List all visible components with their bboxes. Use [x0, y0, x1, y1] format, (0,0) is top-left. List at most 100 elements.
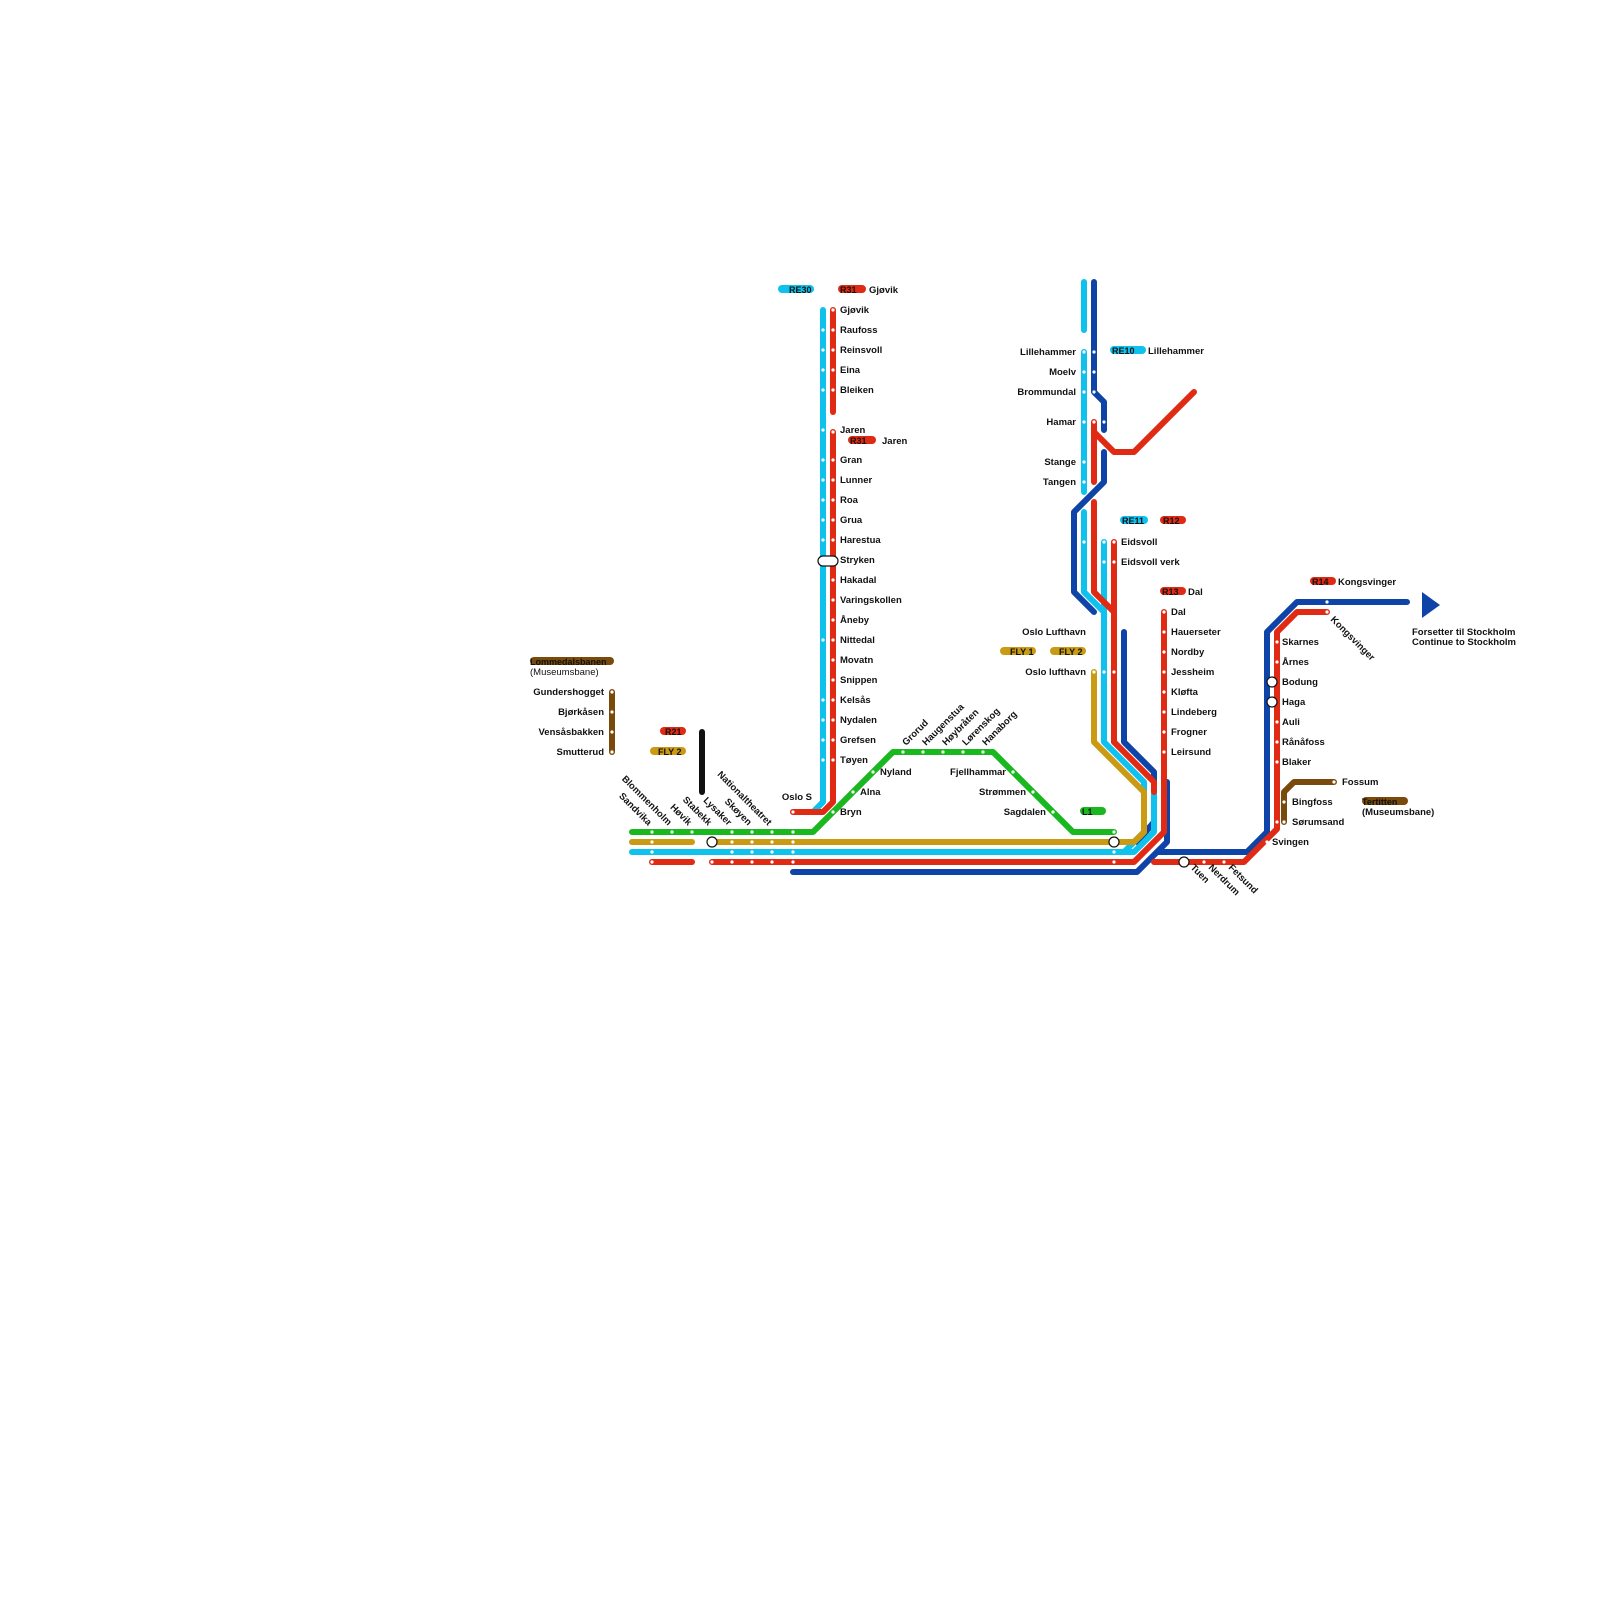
badge-lommedalsbanen[interactable]: Lommedalsbanen [530, 657, 607, 667]
badge-tertitten[interactable]: Tertitten [1362, 797, 1397, 807]
station-label-eidsvoll-verk[interactable]: Eidsvoll verk [1121, 557, 1180, 568]
station-label[interactable]: Bleiken [840, 385, 874, 396]
station-label[interactable]: Kløfta [1171, 687, 1199, 698]
line-r31[interactable] [790, 429, 836, 815]
station-label[interactable]: Gundershogget [533, 687, 605, 698]
station-label[interactable]: Roa [840, 495, 859, 506]
station-label-svingen[interactable]: Svingen [1272, 837, 1309, 848]
station-label[interactable]: Eina [840, 365, 861, 376]
badge-r13[interactable]: R13 [1162, 587, 1179, 597]
station-label[interactable]: Snippen [840, 675, 878, 686]
interchange-tuen[interactable] [1178, 856, 1190, 868]
station-label-sagdalen[interactable]: Sagdalen [1004, 807, 1046, 818]
dots-kongsvinger-line [1202, 600, 1329, 864]
interchange-bodung[interactable] [1266, 676, 1278, 688]
station-labels: Gjøvik Raufoss Reinsvoll Eina Bleiken Ja… [533, 305, 1378, 898]
station-label[interactable]: Jaren [840, 425, 866, 436]
station-label-nyland[interactable]: Nyland [880, 767, 912, 778]
station-label[interactable]: Blaker [1282, 757, 1311, 768]
station-label-bingfoss[interactable]: Bingfoss [1292, 797, 1333, 808]
interchange-haga[interactable] [1266, 696, 1278, 708]
station-label[interactable]: Movatn [840, 655, 873, 666]
station-label-fjellhammar[interactable]: Fjellhammar [950, 767, 1006, 778]
line-r14[interactable] [1151, 609, 1330, 865]
interchange-lysaker[interactable] [706, 836, 718, 848]
station-label-bryn[interactable]: Bryn [840, 807, 862, 818]
station-label[interactable]: Bodung [1282, 677, 1318, 688]
station-label[interactable]: Frogner [1171, 727, 1207, 738]
station-label[interactable]: Nittedal [840, 635, 875, 646]
station-label[interactable]: Jessheim [1171, 667, 1214, 678]
station-label[interactable]: Tuen [1188, 862, 1211, 885]
station-label[interactable]: Stryken [840, 555, 875, 566]
station-label-sorumsand[interactable]: Sørumsand [1292, 817, 1344, 828]
station-label[interactable]: Auli [1282, 717, 1300, 728]
line-blue-stockholm[interactable] [1154, 599, 1410, 855]
badge-r12[interactable]: R12 [1163, 516, 1180, 526]
station-label-kongsvinger[interactable]: Kongsvinger [1328, 614, 1377, 663]
badge-fly2-west-bg [650, 747, 686, 755]
badge-fly2-east[interactable]: FLY 2 [1059, 647, 1083, 657]
badge-re11[interactable]: RE11 [1122, 516, 1144, 526]
stockholm-arrow-icon[interactable] [1422, 592, 1440, 618]
badge-re30[interactable]: RE30 [789, 285, 812, 295]
station-label[interactable]: Hauerseter [1171, 627, 1221, 638]
station-label[interactable]: Smutterud [557, 747, 605, 758]
station-label[interactable]: Vensåsbakken [539, 727, 605, 738]
station-label[interactable]: Leirsund [1171, 747, 1211, 758]
station-label[interactable]: Nydalen [840, 715, 877, 726]
badge-l1[interactable]: L1 [1082, 807, 1093, 817]
station-label[interactable]: Lindeberg [1171, 707, 1217, 718]
station-label-alna[interactable]: Alna [860, 787, 881, 798]
station-label[interactable]: Dal [1171, 607, 1186, 618]
station-label-oslo-s[interactable]: Oslo S [782, 792, 812, 803]
station-label-oslo-lufthavn-cap[interactable]: Oslo Lufthavn [1022, 627, 1086, 638]
station-label[interactable]: Bjørkåsen [558, 707, 604, 718]
station-label-eidsvoll[interactable]: Eidsvoll [1121, 537, 1157, 548]
station-label[interactable]: Hamar [1046, 417, 1076, 428]
line-r-main[interactable] [709, 789, 1167, 865]
station-label[interactable]: Harestua [840, 535, 881, 546]
station-label[interactable]: Brommundal [1017, 387, 1076, 398]
badge-r31-mid[interactable]: R31 [850, 436, 867, 446]
line-blue-dovre[interactable] [1071, 279, 1107, 615]
badge-r31-top[interactable]: R31 [840, 285, 857, 295]
station-label[interactable]: Skarnes [1282, 637, 1319, 648]
line-tertitten[interactable] [1281, 779, 1337, 825]
station-label[interactable]: Stange [1044, 457, 1076, 468]
interchange-lillestrom[interactable] [1108, 836, 1120, 848]
station-label[interactable]: Moelv [1049, 367, 1077, 378]
line-r-hamar[interactable] [1091, 389, 1197, 485]
station-label[interactable]: Varingskollen [840, 595, 902, 606]
badge-re10[interactable]: RE10 [1112, 346, 1135, 356]
station-label[interactable]: Årnes [1282, 657, 1309, 668]
line-fly-main[interactable] [709, 669, 1147, 845]
station-label[interactable]: Kelsås [840, 695, 871, 706]
station-label[interactable]: Hakadal [840, 575, 876, 586]
station-label[interactable]: Reinsvoll [840, 345, 882, 356]
badge-r31-mid-bg [848, 436, 876, 444]
badge-r14[interactable]: R14 [1312, 577, 1329, 587]
station-label[interactable]: Rånåfoss [1282, 737, 1325, 748]
line-blue-gardermoen[interactable] [1121, 629, 1157, 845]
station-label[interactable]: Åneby [840, 615, 870, 626]
station-label[interactable]: Tøyen [840, 755, 868, 766]
station-label[interactable]: Grua [840, 515, 863, 526]
station-label[interactable]: Raufoss [840, 325, 877, 336]
station-label[interactable]: Gran [840, 455, 862, 466]
line-re-west[interactable] [629, 789, 1157, 855]
station-label-strommen[interactable]: Strømmen [979, 787, 1026, 798]
badge-fly1[interactable]: FLY 1 [1010, 647, 1034, 657]
station-label-oslo-lufthavn[interactable]: Oslo lufthavn [1025, 667, 1086, 678]
badge-r21[interactable]: R21 [665, 727, 682, 737]
station-label[interactable]: Gjøvik [840, 305, 870, 316]
station-label[interactable]: Lunner [840, 475, 872, 486]
interchange-stryken[interactable] [817, 555, 839, 567]
badge-fly2-west[interactable]: FLY 2 [658, 747, 682, 757]
station-label[interactable]: Lillehammer [1020, 347, 1076, 358]
station-label[interactable]: Haga [1282, 697, 1306, 708]
station-label[interactable]: Grefsen [840, 735, 876, 746]
station-label[interactable]: Tangen [1043, 477, 1076, 488]
station-label-fossum[interactable]: Fossum [1342, 777, 1378, 788]
station-label[interactable]: Nordby [1171, 647, 1205, 658]
